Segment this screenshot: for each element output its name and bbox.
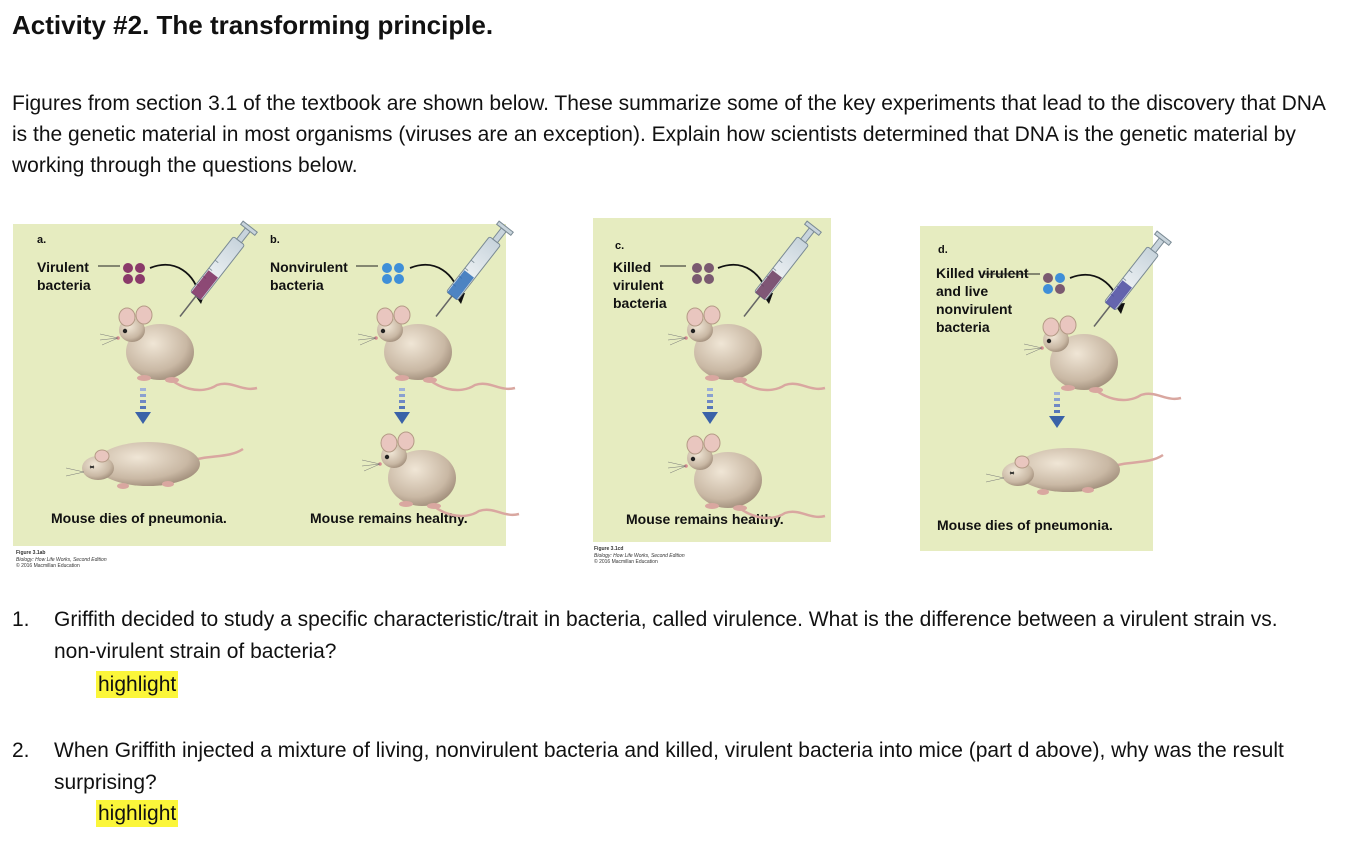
question-number: 2.	[12, 739, 30, 762]
panel-c-label: c.	[615, 240, 625, 252]
panel-b-bacteria-label: Nonvirulent bacteria	[270, 259, 348, 293]
dead-mouse-icon	[984, 446, 1165, 497]
figure-3-1ab-credit: Figure 3.1ab Biology: How Life Works, Se…	[16, 550, 216, 570]
question-1: 1. Griffith decided to study a specific …	[12, 604, 1342, 668]
mouse-icon	[98, 304, 259, 392]
down-arrow-icon	[135, 388, 151, 424]
healthy-mouse-icon	[666, 432, 827, 520]
panel-a-bacteria-label: Virulent bacteria	[37, 259, 91, 293]
panel-b-label: b.	[270, 234, 280, 246]
question-2: 2. When Griffith injected a mixture of l…	[12, 735, 1342, 799]
dead-mouse-icon	[64, 440, 245, 491]
credit-title: Figure 3.1ab	[16, 550, 46, 556]
answer-2-highlight[interactable]: highlight	[96, 800, 179, 827]
activity-title: Activity #2. The transforming principle.	[12, 10, 494, 40]
question-text: Griffith decided to study a specific cha…	[54, 608, 1278, 663]
syringe-icon	[736, 220, 823, 323]
intro-paragraph: Figures from section 3.1 of the textbook…	[12, 92, 1325, 177]
mouse-icon	[1022, 314, 1183, 402]
question-text: When Griffith injected a mixture of livi…	[54, 739, 1284, 794]
mixed-bacteria-icon	[1043, 273, 1065, 294]
down-arrow-icon	[394, 388, 410, 424]
credit-book: Biology: How Life Works, Second Edition	[16, 556, 107, 563]
credit-title: Figure 3.1cd	[594, 546, 624, 552]
panel-d-label: d.	[938, 244, 948, 256]
answer-1-highlight[interactable]: highlight	[96, 671, 179, 698]
figure-3-1cd-credit: Figure 3.1cd Biology: How Life Works, Se…	[594, 546, 794, 566]
down-arrow-icon	[702, 388, 718, 424]
panel-a-result: Mouse dies of pneumonia.	[51, 510, 227, 526]
mouse-icon	[666, 304, 827, 392]
question-number: 1.	[12, 608, 30, 631]
panel-d-bacteria-label: Killed virulent and live nonvirulent bac…	[936, 265, 1029, 335]
virulent-bacteria-icon	[123, 263, 145, 284]
killed-virulent-bacteria-icon	[692, 263, 714, 284]
credit-book: Biology: How Life Works, Second Edition	[594, 552, 685, 559]
figure-3-1d: d. Killed virulent and live nonvirulent …	[920, 226, 1153, 551]
healthy-mouse-icon	[360, 430, 521, 518]
panel-d-result: Mouse dies of pneumonia.	[937, 517, 1113, 533]
figure-illustrations	[64, 220, 1183, 520]
down-arrow-icon	[1049, 392, 1065, 428]
syringe-icon	[428, 220, 515, 323]
syringe-icon	[1086, 230, 1173, 333]
credit-copyright: © 2016 Macmillan Education	[16, 563, 80, 569]
credit-copyright: © 2016 Macmillan Education	[594, 559, 658, 565]
panel-c-result: Mouse remains healthy.	[626, 511, 784, 527]
nonvirulent-bacteria-icon	[382, 263, 404, 284]
mouse-icon	[356, 304, 517, 392]
syringe-icon	[172, 220, 259, 323]
panel-a-label: a.	[37, 234, 47, 246]
panel-c-bacteria-label: Killed virulent bacteria	[613, 259, 667, 311]
panel-b-result: Mouse remains healthy.	[310, 510, 468, 526]
